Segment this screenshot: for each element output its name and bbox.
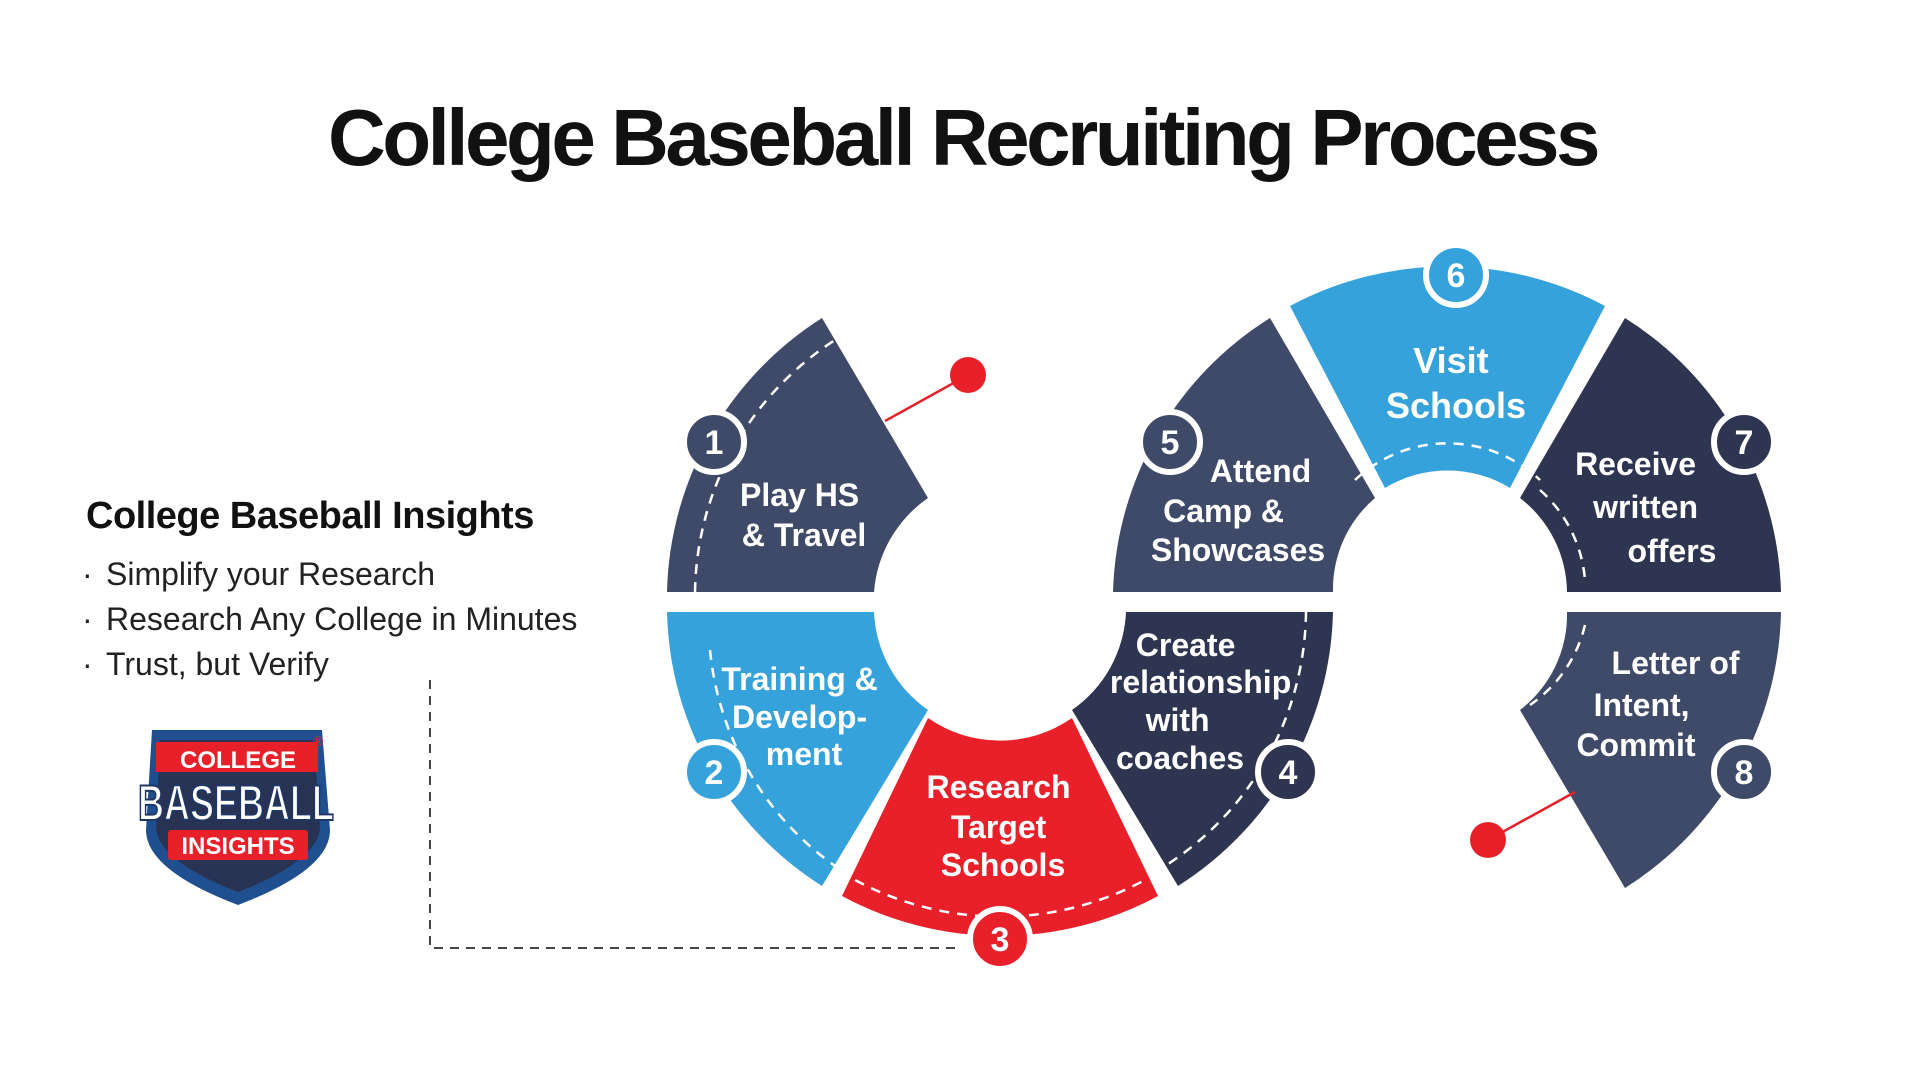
step-5-badge: 5 xyxy=(1137,409,1203,475)
step-4-badge: 4 xyxy=(1255,739,1321,805)
step-7-badge: 7 xyxy=(1711,409,1777,475)
step-1-badge: 1 xyxy=(681,409,747,475)
page-title: College Baseball Recruiting Process xyxy=(327,93,1601,182)
logo-line-1: COLLEGE xyxy=(180,747,296,774)
step-3-badge: 3 xyxy=(967,906,1033,972)
step-2-label: Training & Develop- ment xyxy=(721,661,886,772)
step-5-label: Attend Camp & Showcases xyxy=(1151,453,1325,568)
step-6-label: Visit Schools xyxy=(1386,340,1526,426)
step-7-label: Receive written offers xyxy=(1575,446,1716,569)
bullet-item: · Simplify your Research xyxy=(82,552,577,597)
step-2-badge: 2 xyxy=(681,739,747,805)
logo-bottom-band xyxy=(168,830,308,860)
segments-group xyxy=(667,266,1781,936)
bullet-text: Research Any College in Minutes xyxy=(106,601,578,637)
insights-heading: College Baseball Insights xyxy=(86,495,534,537)
step-1-number: 1 xyxy=(705,424,724,462)
step-7-number: 7 xyxy=(1735,424,1754,462)
bullet-text: Trust, but Verify xyxy=(106,646,329,682)
step-7-segment xyxy=(1520,318,1781,592)
step-6-number: 6 xyxy=(1447,257,1466,295)
step-3-number: 3 xyxy=(991,921,1010,959)
college-baseball-insights-logo: COLLEGE BASEBALL INSIGHTS ® xyxy=(137,730,335,905)
dashed-guide-arc-left-lower xyxy=(708,649,836,868)
bullet-dot-icon: · xyxy=(82,601,93,637)
dashed-guide-arc-inner-right xyxy=(1539,489,1587,581)
step-3-segment xyxy=(842,718,1158,936)
start-pointer-dot xyxy=(950,357,986,393)
step-1-label: Play HS & Travel xyxy=(740,477,868,553)
step-6-segment xyxy=(1290,266,1605,488)
step-2-segment xyxy=(667,612,928,886)
step-1-segment xyxy=(667,318,928,592)
logo-trademark: ® xyxy=(313,733,324,749)
step-6-badge: 6 xyxy=(1423,242,1489,308)
step-4-label: Create relationship with coaches xyxy=(1110,627,1300,776)
logo-line-3: INSIGHTS xyxy=(181,833,294,860)
bullet-item: · Trust, but Verify xyxy=(82,642,577,687)
dashed-guide-arc-inner-top xyxy=(1354,442,1541,481)
bullet-dot-icon: · xyxy=(82,646,93,682)
step-8-label: Letter of Intent, Commit xyxy=(1576,645,1748,763)
step-5-segment xyxy=(1113,318,1375,592)
step-4-number: 4 xyxy=(1279,754,1298,792)
logo-line-2: BASEBALL xyxy=(138,775,334,831)
step-3-label: Research Target Schools xyxy=(927,769,1080,883)
step-8-number: 8 xyxy=(1735,754,1754,792)
bullet-item: · Research Any College in Minutes xyxy=(82,597,577,642)
step-8-badge: 8 xyxy=(1711,739,1777,805)
insights-bullet-list: · Simplify your Research · Research Any Co… xyxy=(82,552,577,687)
logo-top-band xyxy=(156,742,318,772)
step-8-segment xyxy=(1520,612,1781,888)
step-5-number: 5 xyxy=(1161,424,1180,462)
step-4-segment xyxy=(1072,612,1333,886)
step-2-number: 2 xyxy=(705,754,724,792)
bullet-text: Simplify your Research xyxy=(106,556,435,592)
bullet-dot-icon: · xyxy=(82,556,93,592)
end-pointer-dot xyxy=(1470,822,1506,858)
